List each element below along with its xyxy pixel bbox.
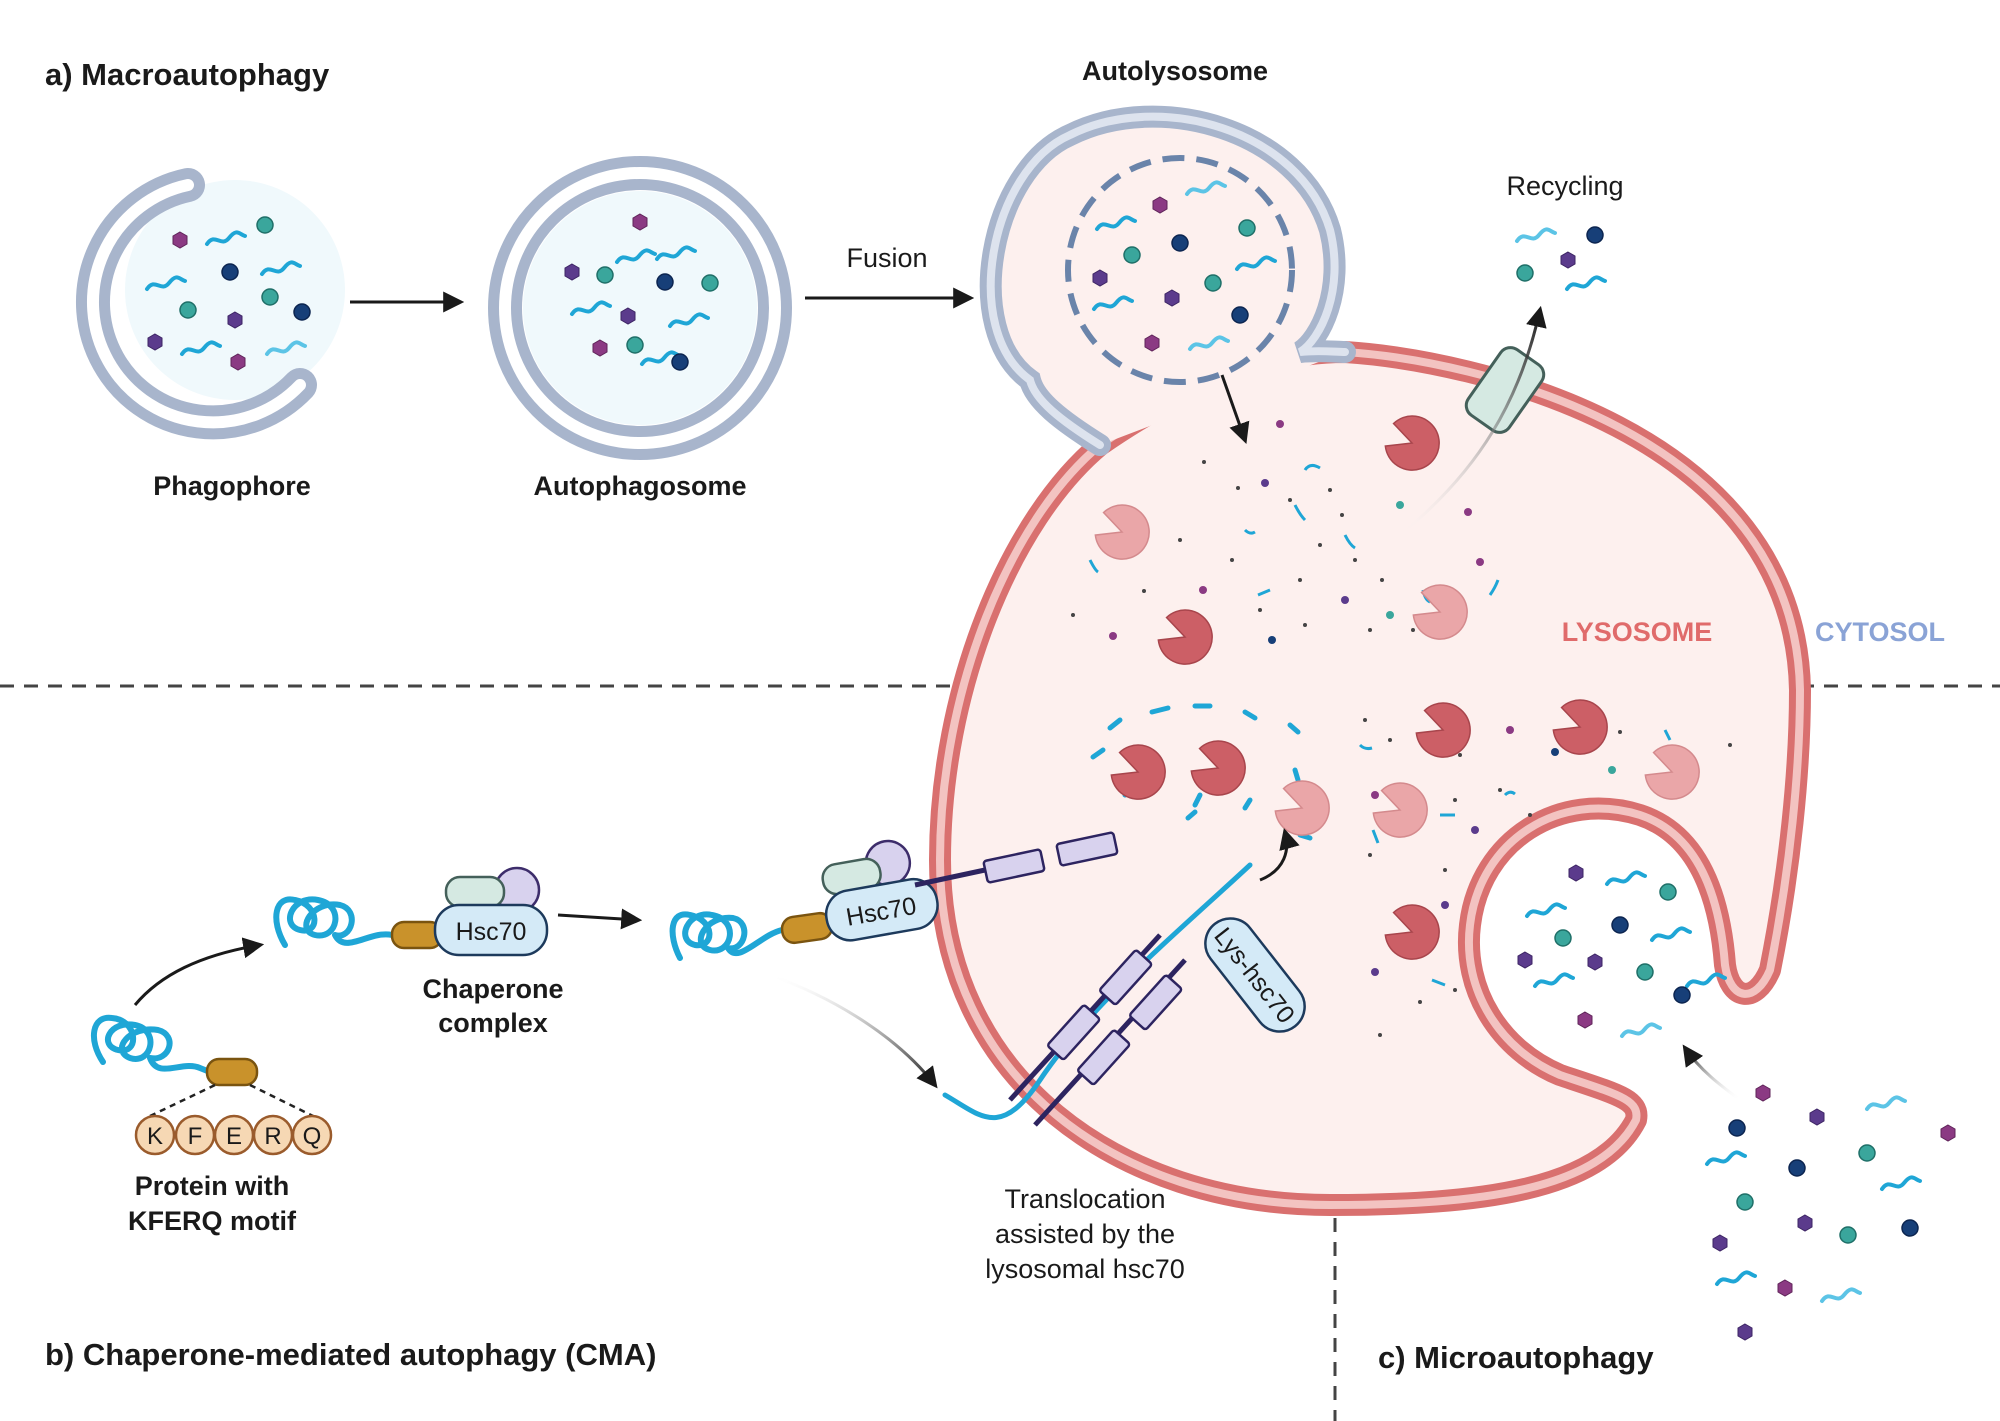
phagophore (75, 168, 345, 440)
motif-residue-k: K (134, 1114, 176, 1156)
fusion-label: Fusion (846, 243, 927, 273)
translocation-label-line1: Translocation (1004, 1184, 1165, 1214)
cytosol-label: CYTOSOL (1815, 617, 1945, 647)
translocation-label-line3: lysosomal hsc70 (985, 1254, 1185, 1284)
autolysosome-label: Autolysosome (1082, 56, 1268, 86)
autophagosome-label: Autophagosome (534, 471, 747, 501)
chaperone-complex: Hsc70 (273, 866, 549, 957)
svg-text:E: E (226, 1123, 242, 1150)
autolysosome-membrane (979, 105, 1356, 456)
motif-residue-f: F (174, 1114, 216, 1156)
motif-residue-q: Q (291, 1114, 333, 1156)
section-title-microautophagy: c) Microautophagy (1378, 1340, 1654, 1375)
hsc70-label-a: Hsc70 (456, 918, 527, 946)
microautophagy-cargo (1517, 864, 1727, 1038)
substrate-at-receptor: Hsc70 (669, 831, 1119, 961)
arrow-to-receptor (557, 908, 643, 930)
protein-label-line2: KFERQ motif (128, 1206, 297, 1236)
cytosolic-cargo (1682, 1044, 1956, 1341)
autophagosome (488, 156, 792, 460)
svg-text:Q: Q (303, 1123, 322, 1150)
degradation-arrow (1220, 374, 1250, 444)
chaperone-label-line1: Chaperone (422, 974, 563, 1004)
motif-residue-r: R (252, 1114, 294, 1156)
protein-label-line1: Protein with (135, 1171, 290, 1201)
lysosomal-enzymes-micro (1358, 692, 1732, 1037)
svg-text:K: K (147, 1123, 163, 1150)
degraded-fragments (1071, 420, 1500, 644)
translocation-label-line2: assisted by the (995, 1219, 1175, 1249)
kferq-motif: K F E R Q (134, 1114, 333, 1156)
recycled-molecules (1515, 226, 1607, 291)
chaperone-label-line2: complex (438, 1008, 548, 1038)
phagophore-label: Phagophore (153, 471, 311, 501)
svg-text:R: R (264, 1123, 281, 1150)
svg-text:F: F (188, 1123, 203, 1150)
motif-residue-e: E (213, 1114, 255, 1156)
section-title-macroautophagy: a) Macroautophagy (45, 57, 330, 92)
cma-degradation-zone (1090, 703, 1338, 882)
recycling-transporter (1399, 305, 1547, 537)
arrow-to-translocation (769, 973, 938, 1089)
section-title-cma: b) Chaperone-mediated autophagy (CMA) (45, 1337, 656, 1372)
lysosome-label: LYSOSOME (1562, 617, 1713, 647)
recycling-label: Recycling (1506, 171, 1623, 201)
arrow-to-chaperone (133, 937, 265, 1006)
kferq-protein (90, 1014, 316, 1119)
